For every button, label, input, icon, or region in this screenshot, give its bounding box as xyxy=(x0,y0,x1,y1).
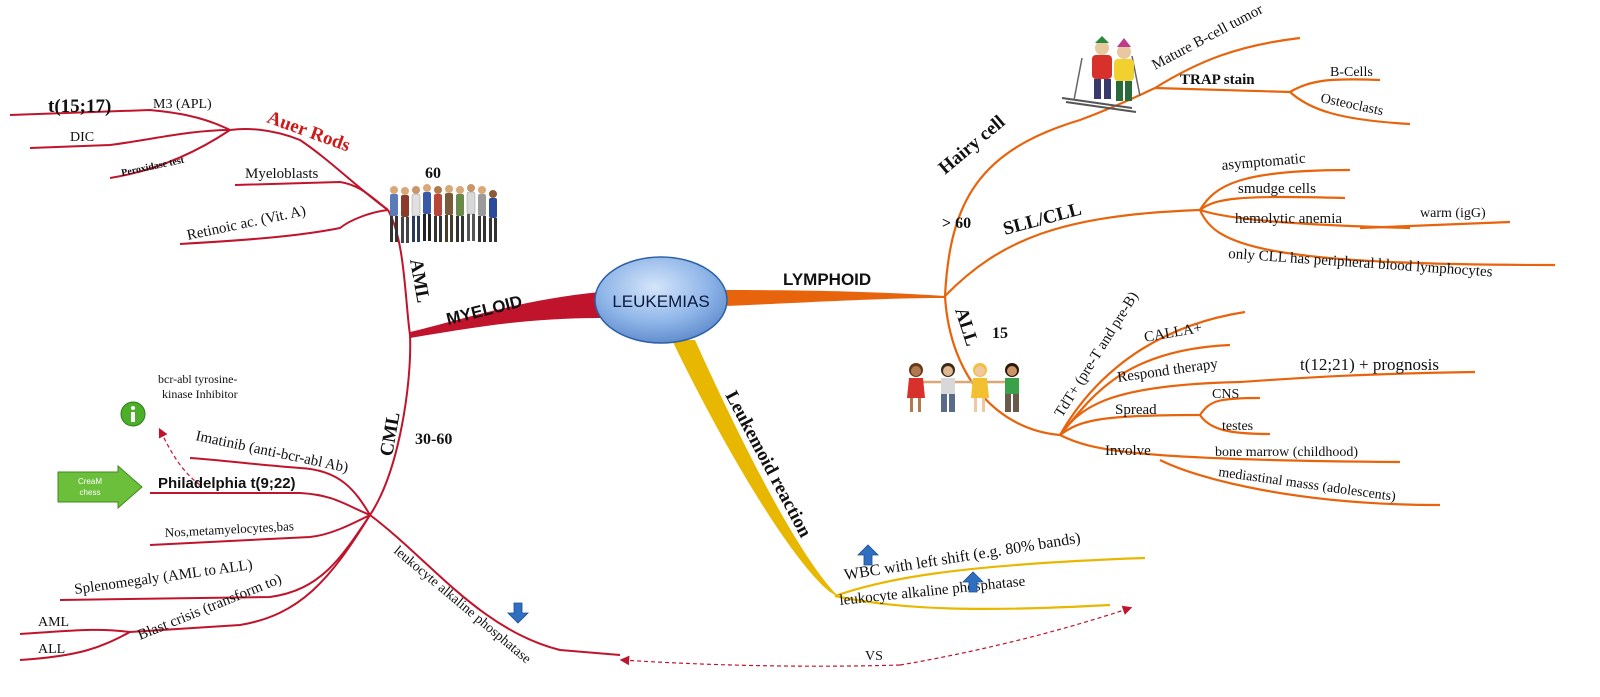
myeloid-branches xyxy=(9,108,621,661)
asymptomatic-label: asymptomatic xyxy=(1221,151,1307,174)
center-node[interactable] xyxy=(594,256,728,344)
m3-label: M3 (APL) xyxy=(153,97,212,112)
arrow-right-badge-icon[interactable]: CreaM chess xyxy=(57,464,143,510)
myeloid-main-branch xyxy=(410,292,600,338)
peroxidase-label: Peroxidase test xyxy=(120,155,186,179)
only-cll-label: only CLL has peripheral blood lymphocyte… xyxy=(1228,246,1493,280)
t1221-label: t(12;21) + prognosis xyxy=(1300,355,1439,374)
tdt-label: TdT+ (pre-T and pre-B) xyxy=(1052,289,1142,420)
spread-label: Spread xyxy=(1115,402,1157,418)
nos-label: Nos,metamyelocytes,bas xyxy=(164,518,294,540)
blast-aml-label: AML xyxy=(38,615,69,630)
dic-label: DIC xyxy=(70,130,94,145)
badge-line1: CreaM xyxy=(78,477,102,486)
all-label: ALL xyxy=(950,305,982,349)
philadelphia-label: Philadelphia t(9;22) xyxy=(158,475,296,492)
calla-label: CALLA+ xyxy=(1143,320,1203,346)
cml-label: CML xyxy=(376,411,404,458)
retinoic-label: Retinoic ac. (Vit. A) xyxy=(186,203,308,244)
leukemoid-main-branch xyxy=(672,340,840,598)
blast-all-label: ALL xyxy=(38,642,65,657)
imatinib-label: Imatinib (anti-bcr-abl Ab) xyxy=(194,428,349,476)
cml-lap-label: leukocyte alkaline phosphatase xyxy=(390,544,533,667)
osteoclasts-label: Osteoclasts xyxy=(1319,91,1384,119)
leukemoid-branches xyxy=(834,556,1146,611)
trap-label: TRAP stain xyxy=(1180,72,1255,88)
bcells-label: B-Cells xyxy=(1330,65,1373,80)
wbc-label: WBC with left shift (e.g. 80% bands) xyxy=(843,530,1082,584)
vs-dashed-arrow xyxy=(899,605,1133,666)
warm-label: warm (igG) xyxy=(1420,206,1486,221)
cns-label: CNS xyxy=(1212,387,1239,402)
center-label: LEUKEMIAS xyxy=(612,292,709,311)
arrow-up-icon xyxy=(857,544,879,566)
hairy-label: Hairy cell xyxy=(935,112,1010,179)
aml-age: 60 xyxy=(425,165,441,182)
bcr-note-line2: kinase Inhibitor xyxy=(162,387,238,401)
involve-label: Involve xyxy=(1105,443,1151,459)
arrow-up-icon xyxy=(962,571,984,593)
t1517-label: t(15;17) xyxy=(48,96,111,117)
bcr-note-line1: bcr-abl tyrosine- xyxy=(158,372,237,386)
children-icon xyxy=(907,363,1019,412)
over60-label: > 60 xyxy=(942,215,971,232)
imatinib-dashed-arrow xyxy=(158,427,201,486)
aml-label: AML xyxy=(405,257,433,304)
auer-rods-label: Auer Rods xyxy=(264,107,353,156)
all-age: 15 xyxy=(992,325,1008,342)
testes-label: testes xyxy=(1222,419,1253,434)
myeloblasts-label: Myeloblasts xyxy=(245,166,318,182)
vs-dashed-arrow-back xyxy=(619,655,901,667)
cml-age: 30-60 xyxy=(415,431,452,448)
lymphoid-label: LYMPHOID xyxy=(783,270,871,289)
people-group-icon xyxy=(390,184,497,243)
smudge-label: smudge cells xyxy=(1238,181,1316,197)
vs-label: VS xyxy=(865,649,883,664)
hemolytic-label: hemolytic anemia xyxy=(1235,211,1342,227)
mediastinal-label: mediastinal masss (adolescents) xyxy=(1217,465,1397,505)
lymphoid-main-branch xyxy=(725,290,945,306)
bone-marrow-label: bone marrow (childhood) xyxy=(1215,445,1358,460)
respond-label: Respond therapy xyxy=(1116,356,1219,386)
info-icon[interactable] xyxy=(120,401,146,427)
mature-label: Mature B-cell tumor xyxy=(1149,2,1265,74)
arrow-down-icon xyxy=(507,602,529,624)
skiers-icon xyxy=(1061,36,1141,113)
leukemoid-label: Leukemoid reaction xyxy=(721,387,816,541)
badge-line2: chess xyxy=(80,488,101,497)
